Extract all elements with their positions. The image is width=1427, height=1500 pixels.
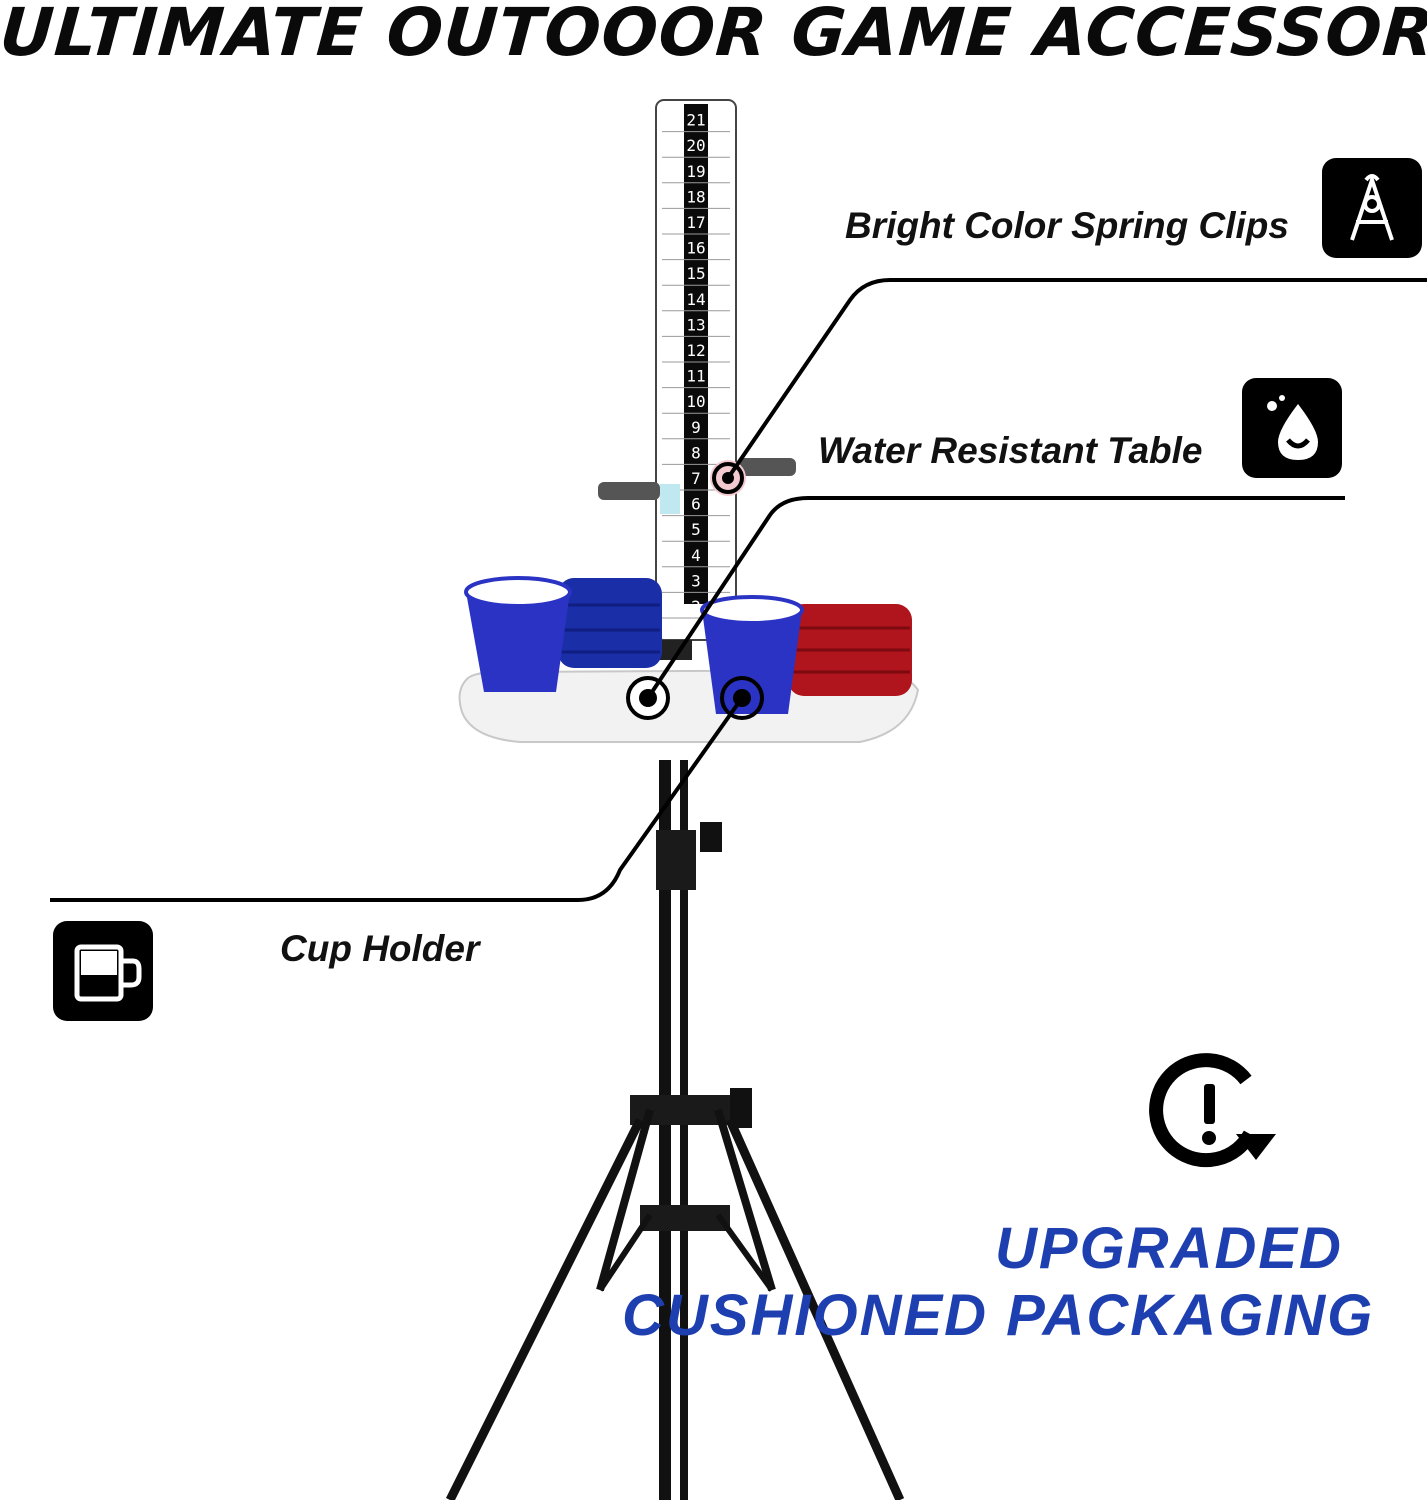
score-number: 13 <box>686 315 705 334</box>
score-number: 16 <box>686 239 705 258</box>
blue-bean-bags <box>558 578 662 668</box>
score-number: 6 <box>691 495 701 514</box>
score-number: 19 <box>686 162 705 181</box>
scoreboard: 21 20 19 18 17 16 15 14 13 12 11 10 9 8 7 6 5 4 3 2 <box>655 99 737 641</box>
score-number: 8 <box>691 443 701 462</box>
score-number: 9 <box>691 418 701 437</box>
score-number: 15 <box>686 264 705 283</box>
score-number: 5 <box>691 520 701 539</box>
cup-icon <box>53 921 153 1021</box>
water-drop-icon <box>1242 378 1342 478</box>
score-number: 4 <box>691 546 701 565</box>
score-number: 21 <box>686 111 705 130</box>
promo-line-2: CUSHIONED PACKAGING <box>622 1283 1375 1348</box>
red-bean-bags <box>788 604 912 696</box>
refresh-alert-icon <box>1149 1053 1276 1168</box>
callout-lines <box>50 278 1427 902</box>
score-number: 2 <box>691 597 701 616</box>
score-number: 7 <box>691 469 701 488</box>
blue-cup-right <box>700 595 804 714</box>
score-number: 18 <box>686 187 705 206</box>
spring-clip-icon <box>1322 158 1422 258</box>
spring-clips-label: Bright Color Spring Clips <box>845 205 1289 246</box>
tripod-stand <box>445 760 905 1500</box>
score-number: 3 <box>691 571 701 590</box>
cup-holder-label: Cup Holder <box>280 928 480 969</box>
water-table-label: Water Resistant Table <box>818 430 1203 471</box>
score-number: 17 <box>686 213 705 232</box>
score-number: 12 <box>686 341 705 360</box>
promo-line-1: UPGRADED <box>995 1216 1343 1281</box>
score-number: 10 <box>686 392 705 411</box>
score-number: 20 <box>686 136 705 155</box>
score-number: 14 <box>686 290 705 309</box>
score-number: 11 <box>686 367 705 386</box>
blue-cup-left <box>464 576 572 692</box>
